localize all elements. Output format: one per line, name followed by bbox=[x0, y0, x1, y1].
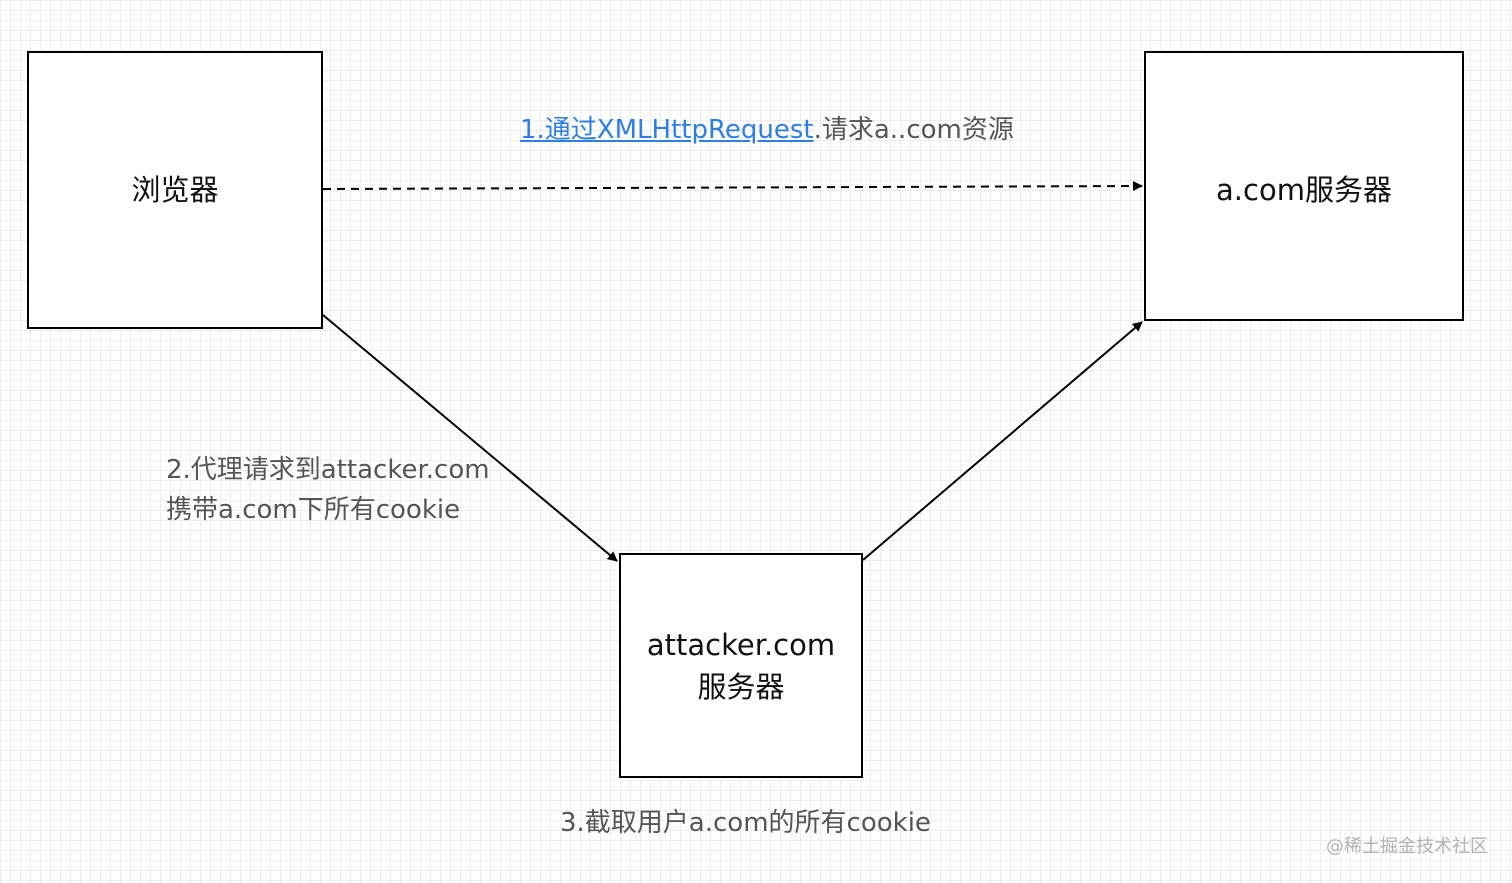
edge-attacker-to-acom bbox=[862, 321, 1143, 561]
step2-label-line1: 2.代理请求到attacker.com bbox=[166, 455, 490, 485]
edge-browser-to-acom bbox=[322, 181, 1143, 192]
edge-browser-to-attacker bbox=[322, 314, 618, 562]
browser-node: 浏览器 bbox=[27, 51, 323, 329]
step2-label-line2: 携带a.com下所有cookie bbox=[166, 495, 461, 525]
step3-label: 3.截取用户a.com的所有cookie bbox=[560, 808, 931, 838]
browser-node-label: 浏览器 bbox=[131, 173, 219, 207]
watermark: @稀土掘金技术社区 bbox=[1326, 836, 1488, 857]
acom-server-node: a.com服务器 bbox=[1144, 51, 1464, 321]
attacker-server-node-label: attacker.com 服务器 bbox=[646, 627, 836, 704]
step1-link[interactable]: 1.通过XMLHttpRequest bbox=[520, 115, 814, 145]
step1-label-rest: .请求a..com资源 bbox=[813, 115, 1014, 145]
step1-label: 1.通过XMLHttpRequest.请求a..com资源 bbox=[520, 110, 1014, 150]
attacker-server-node: attacker.com 服务器 bbox=[619, 553, 863, 778]
acom-server-node-label: a.com服务器 bbox=[1216, 173, 1392, 207]
step2-label: 2.代理请求到attacker.com 携带a.com下所有cookie bbox=[166, 450, 490, 530]
